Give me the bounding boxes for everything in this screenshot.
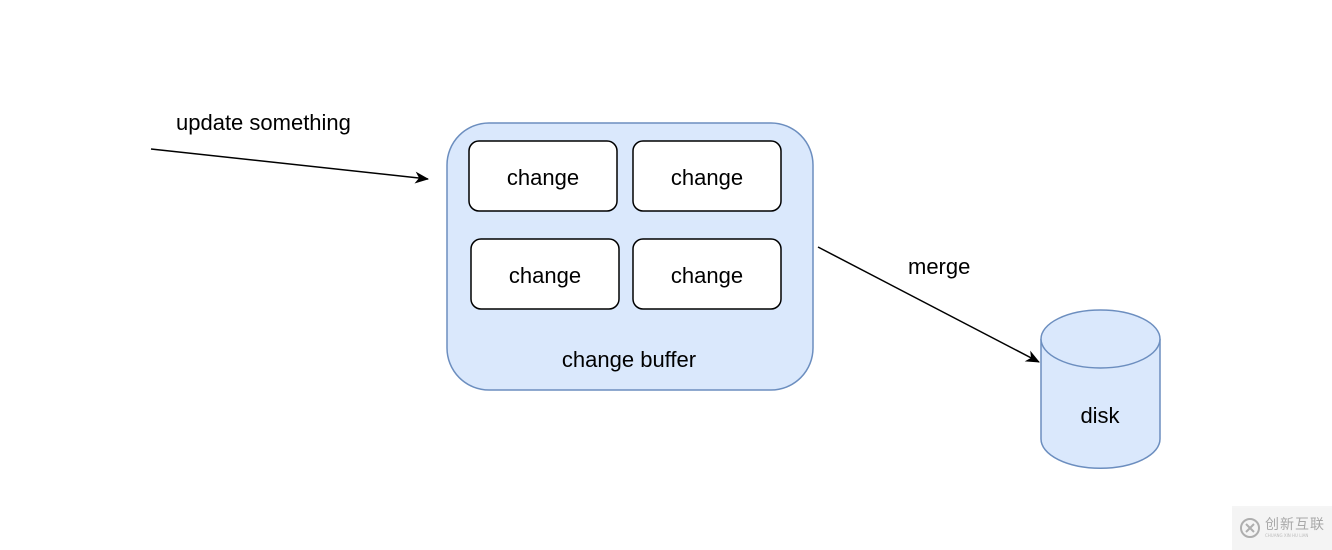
input-arrow <box>150 148 429 184</box>
change-item-label: change <box>509 263 581 288</box>
watermark-text: 创新互联 <box>1265 517 1325 533</box>
change-buffer-label: change buffer <box>562 347 696 372</box>
disk-cylinder <box>1040 309 1161 469</box>
disk-label: disk <box>1080 403 1120 428</box>
change-item: change <box>468 140 618 212</box>
brand-logo-icon <box>1240 518 1260 538</box>
change-item: change <box>470 238 620 310</box>
watermark-subtext: CHUANG XIN HU LIAN <box>1265 533 1309 538</box>
change-item-label: change <box>507 165 579 190</box>
change-item: change <box>632 238 782 310</box>
change-item: change <box>632 140 782 212</box>
watermark: 创新互联 CHUANG XIN HU LIAN <box>1232 506 1332 550</box>
merge-label: merge <box>908 254 970 279</box>
change-item-label: change <box>671 263 743 288</box>
change-item-label: change <box>671 165 743 190</box>
merge-arrow <box>817 246 1040 363</box>
update-something-label: update something <box>176 110 351 135</box>
